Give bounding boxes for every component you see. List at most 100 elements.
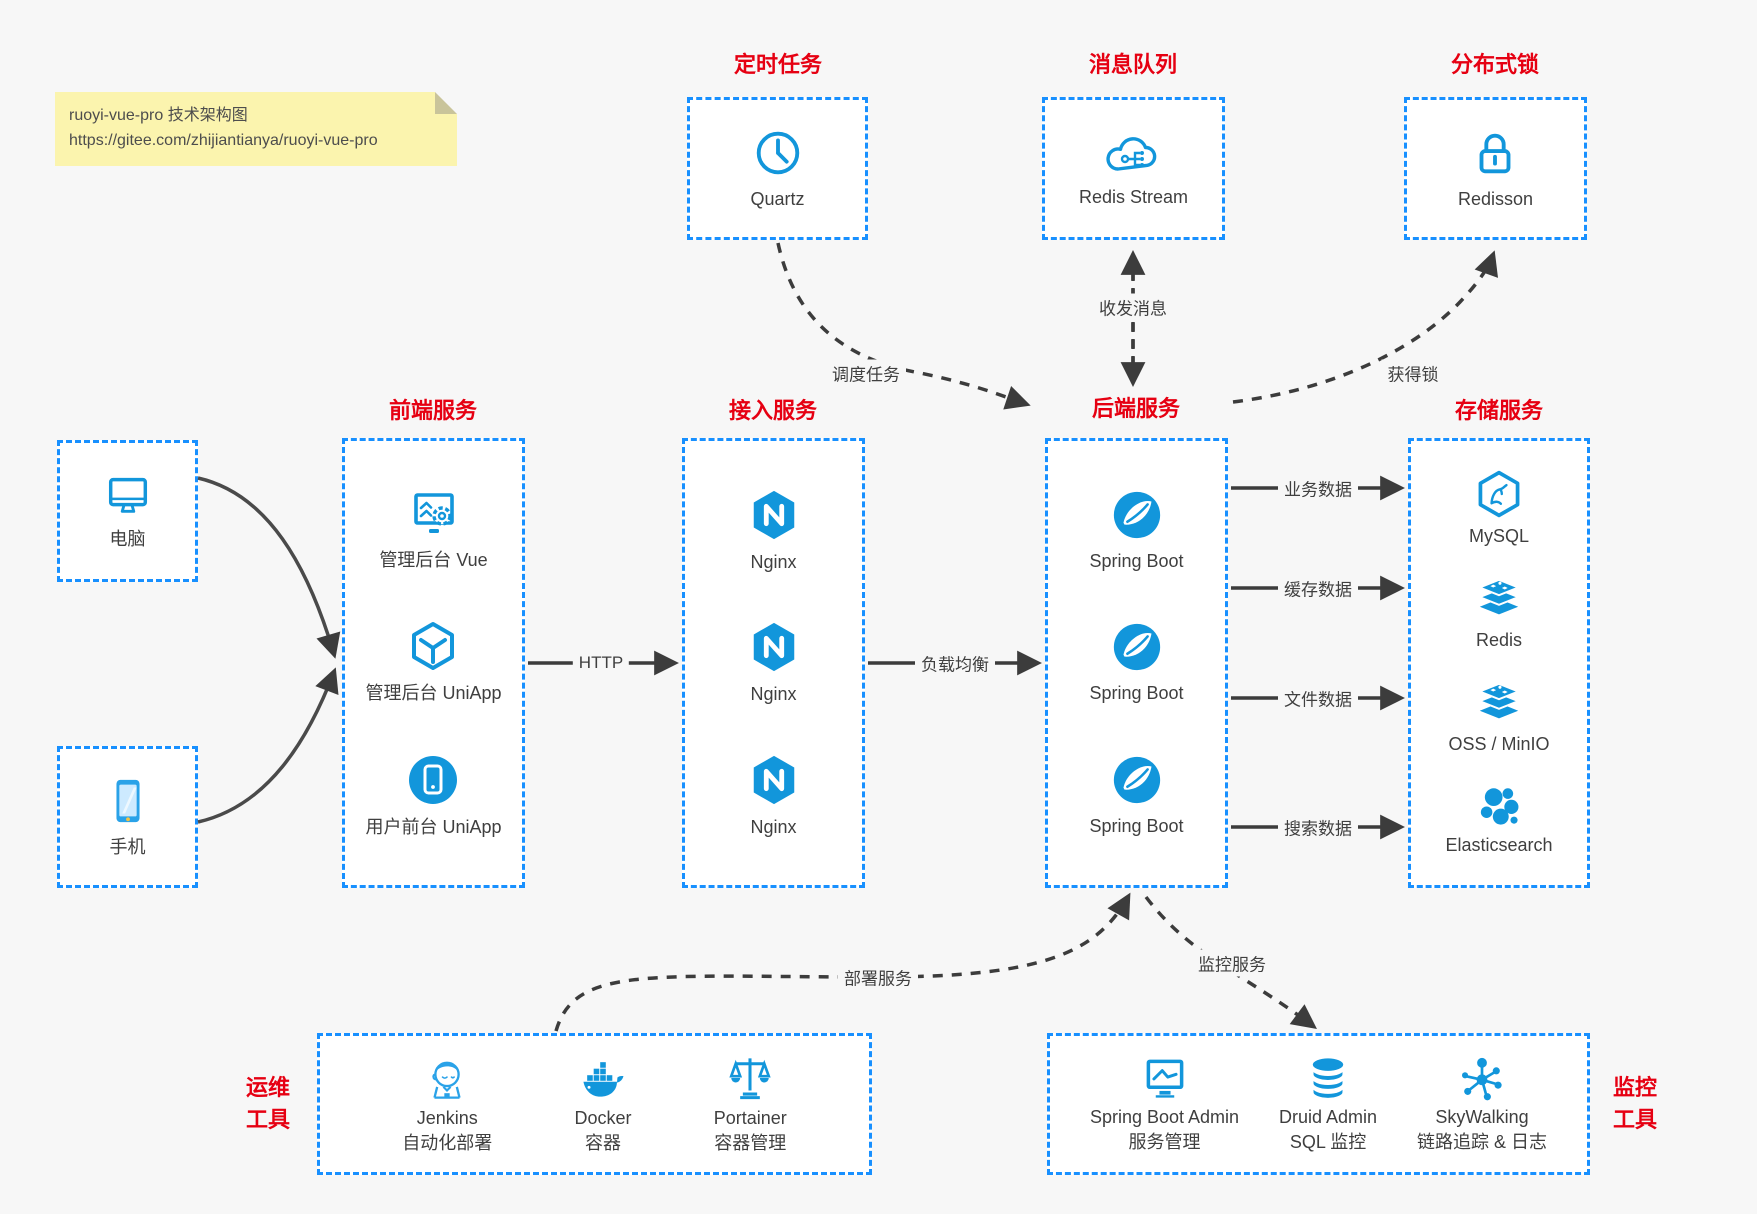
ops-item-jenkins: Jenkins 自动化部署: [402, 1053, 492, 1155]
redisson-item: Redisson: [1458, 126, 1533, 211]
item-label: Elasticsearch: [1445, 835, 1553, 856]
edge-label-lock: 获得锁: [1381, 359, 1445, 387]
item-label: OSS / MinIO: [1448, 733, 1550, 754]
edge-label-search: 搜索数据: [1278, 813, 1358, 841]
edge-label-message: 收发消息: [1093, 293, 1173, 321]
side-title-monitoring-line1: 监控: [1612, 1075, 1658, 1101]
edge-label-business: 业务数据: [1278, 474, 1358, 502]
storage-item-es: Elasticsearch: [1445, 783, 1553, 857]
item-label: Redis: [1475, 630, 1523, 651]
item-label: SkyWalking 链路追踪 & 日志: [1417, 1105, 1547, 1154]
nginx-icon: [753, 623, 794, 672]
edge-label-http: HTTP: [572, 652, 630, 674]
item-label: Nginx: [750, 551, 797, 572]
group-title-access: 接入服务: [728, 398, 818, 423]
ops-name: Portainer: [713, 1108, 787, 1129]
phone-item: 手机: [103, 774, 153, 859]
monitor-name: SkyWalking: [1435, 1107, 1529, 1128]
redis-stream-item: Redis Stream: [1079, 128, 1188, 209]
sticky-note: ruoyi-vue-pro 技术架构图 https://gitee.com/zh…: [55, 92, 457, 166]
cloud-stream-icon: [1106, 137, 1157, 171]
ops-desc: 容器管理: [714, 1132, 787, 1153]
pc-box: 电脑: [57, 440, 198, 582]
front-item-uniapp-admin: 管理后台 UniApp: [365, 618, 502, 705]
item-label: Portainer 容器管理: [714, 1106, 787, 1155]
front-item-uniapp-user: 用户前台 UniApp: [365, 752, 502, 839]
edge-pc-to-frontend: [197, 476, 341, 659]
user-uniapp-icon: [409, 755, 458, 804]
item-label: Jenkins 自动化部署: [402, 1106, 492, 1155]
note-fold-corner: [435, 92, 457, 114]
phone-icon: [115, 780, 140, 823]
admin-vue-icon: [413, 493, 454, 534]
edge-lock-curve: [1232, 250, 1498, 404]
group-title-scheduler: 定时任务: [733, 52, 823, 77]
spring-boot-icon: [1113, 624, 1160, 671]
lock-box: Redisson: [1404, 97, 1587, 240]
item-label: 手机: [109, 837, 146, 858]
clock-icon: [756, 131, 799, 175]
storage-item-oss: OSS / MinIO: [1448, 680, 1550, 756]
desktop-icon: [108, 478, 147, 514]
backend-box: Spring Boot Spring Boot Spring Boot: [1045, 438, 1228, 888]
access-item-nginx-3: Nginx: [747, 752, 801, 839]
scheduler-box: Quartz: [687, 97, 868, 240]
jenkins-icon: [432, 1061, 461, 1100]
front-item-vue: 管理后台 Vue: [379, 487, 488, 572]
item-label: Spring Boot: [1089, 551, 1184, 572]
monitor-desc: SQL 监控: [1289, 1131, 1367, 1152]
portainer-icon: [729, 1058, 771, 1100]
spring-boot-icon: [1113, 491, 1160, 539]
group-title-storage: 存储服务: [1454, 398, 1544, 423]
pc-item: 电脑: [101, 470, 155, 551]
backend-item-spring-3: Spring Boot: [1089, 753, 1184, 838]
access-item-nginx-2: Nginx: [747, 619, 801, 706]
edge-phone-to-frontend: [197, 667, 339, 824]
ops-name: Jenkins: [416, 1108, 478, 1129]
group-title-lock: 分布式锁: [1450, 52, 1540, 77]
group-title-front: 前端服务: [388, 398, 478, 423]
side-title-ops-line1: 运维: [245, 1075, 291, 1101]
edge-label-lb: 负载均衡: [915, 649, 995, 677]
side-title-ops-line2: 工具: [245, 1107, 291, 1132]
item-label: Spring Boot: [1089, 815, 1184, 836]
item-label: Nginx: [750, 684, 797, 705]
item-label: MySQL: [1468, 526, 1529, 547]
side-title-monitoring-line2: 工具: [1612, 1107, 1658, 1132]
spring-boot-admin-icon: [1146, 1059, 1183, 1098]
access-item-nginx-1: Nginx: [747, 487, 801, 574]
druid-admin-icon: [1312, 1058, 1344, 1100]
mq-box: Redis Stream: [1042, 97, 1225, 240]
item-label: 用户前台 UniApp: [365, 816, 502, 837]
monitor-item-skywalking: SkyWalking 链路追踪 & 日志: [1417, 1054, 1547, 1154]
item-label: 管理后台 UniApp: [365, 683, 502, 704]
skywalking-icon: [1462, 1058, 1502, 1101]
elasticsearch-icon: [1480, 788, 1519, 825]
docker-icon: [583, 1062, 624, 1097]
ops-desc: 自动化部署: [402, 1132, 493, 1153]
ops-item-portainer: Portainer 容器管理: [714, 1053, 787, 1155]
note-title: ruoyi-vue-pro 技术架构图: [69, 107, 248, 124]
edge-label-schedule: 调度任务: [826, 359, 906, 387]
group-title-mq: 消息队列: [1088, 52, 1178, 77]
monitor-desc: 链路追踪 & 日志: [1417, 1131, 1548, 1152]
item-label: Nginx: [750, 817, 797, 838]
lock-icon: [1480, 133, 1511, 174]
group-title-backend: 后端服务: [1091, 396, 1181, 421]
uniapp-cube-icon: [412, 622, 455, 671]
storage-item-redis: Redis: [1472, 576, 1526, 652]
edge-label-monitor: 监控服务: [1192, 949, 1272, 977]
front-box: 管理后台 Vue 管理后台 UniApp 用户前台 UniApp: [342, 438, 525, 888]
storage-item-mysql: MySQL: [1469, 468, 1529, 548]
item-label: Redis Stream: [1078, 186, 1189, 207]
edge-label-cache: 缓存数据: [1278, 574, 1358, 602]
